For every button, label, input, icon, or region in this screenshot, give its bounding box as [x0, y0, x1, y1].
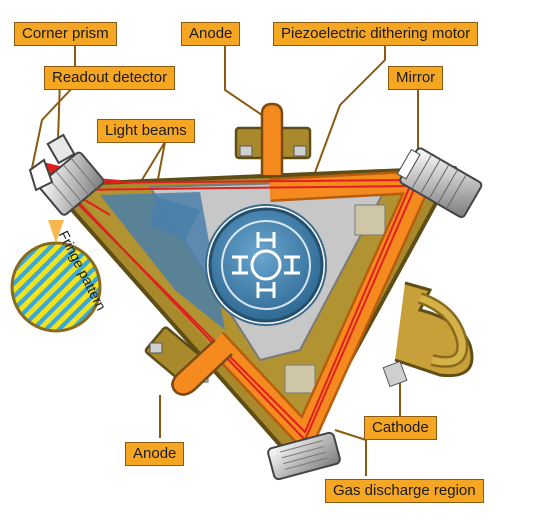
inner-block-right	[354, 204, 386, 236]
label-mirror: Mirror	[388, 66, 444, 90]
inner-block-bottom	[284, 364, 316, 394]
mirror	[396, 147, 483, 219]
beam-shadow-left	[100, 192, 225, 330]
fringe-stripe	[20, 243, 100, 331]
top-anode	[234, 102, 312, 175]
laser-path-inner	[61, 184, 412, 434]
corner-prism	[28, 151, 105, 216]
gas-discharge-leader	[334, 429, 367, 476]
label-piezo-motor: Piezoelectric dithering motor	[273, 22, 479, 46]
label-anode-bottom: Anode	[125, 442, 185, 466]
cathode	[382, 281, 474, 388]
readout-detector	[46, 133, 76, 165]
label-gas-discharge: Gas discharge region	[325, 479, 484, 503]
piezo-motor	[205, 204, 327, 326]
label-light-beams: Light beams	[97, 119, 195, 143]
fringe-stripe	[33, 243, 100, 331]
prism-glass	[28, 158, 54, 192]
label-corner-prism: Corner prism	[14, 22, 117, 46]
fringe-stripe	[12, 243, 79, 331]
laser-path-outer	[57, 178, 420, 442]
fringe-stripe	[46, 243, 100, 331]
anode-top-leader	[224, 46, 263, 116]
fringe-stripe	[12, 243, 92, 331]
label-cathode: Cathode	[364, 416, 437, 440]
bottom-anode	[144, 326, 233, 396]
label-anode-top: Anode	[181, 22, 241, 46]
readout-detector-leader	[57, 79, 61, 141]
bottom-mirror	[267, 431, 341, 481]
label-readout-detector: Readout detector	[44, 66, 176, 90]
fringe-stripe	[12, 243, 66, 331]
